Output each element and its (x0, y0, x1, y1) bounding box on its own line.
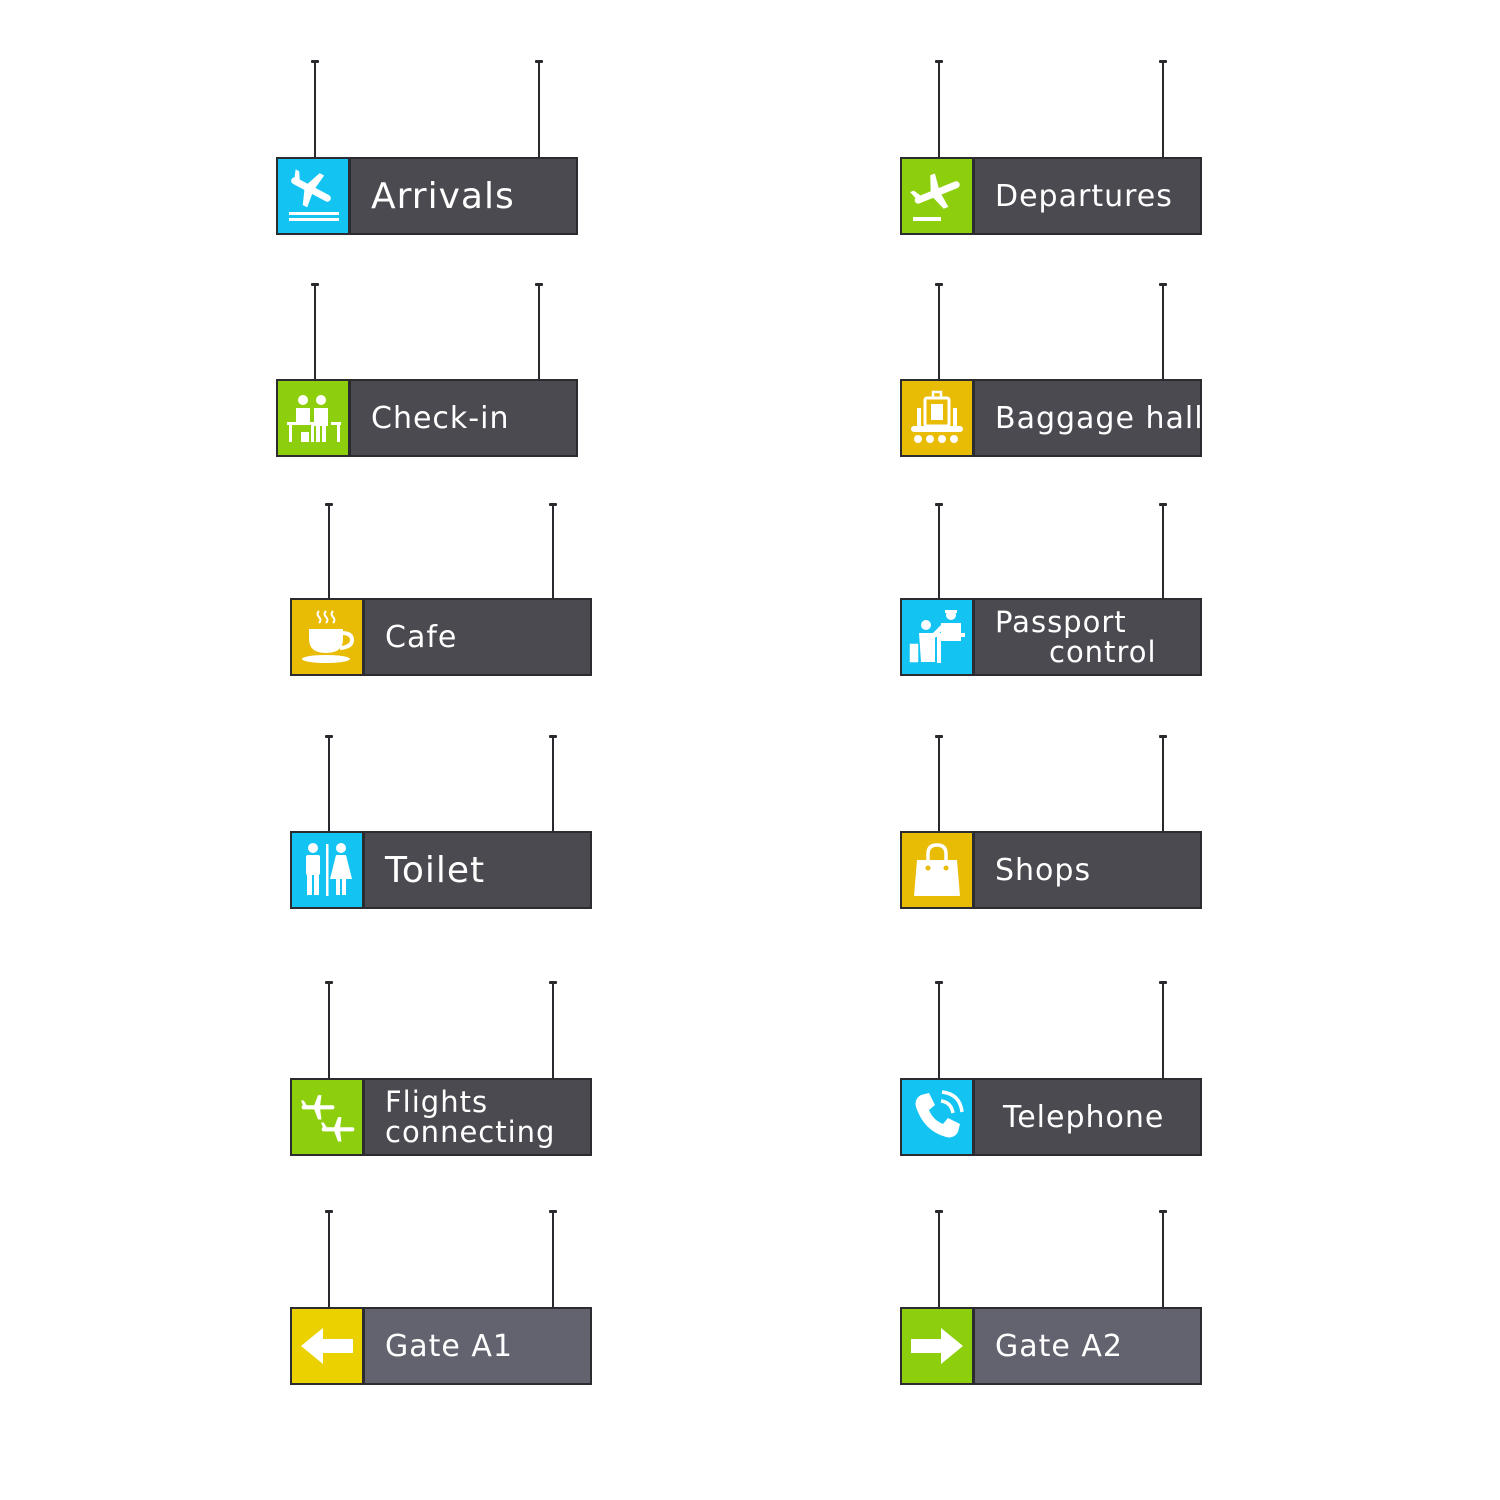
baggage-carousel-icon (902, 381, 975, 455)
hanging-rod (549, 981, 557, 1082)
hanging-rod (311, 283, 319, 383)
sign-panel: Cafe (290, 598, 592, 676)
sign-shops: Shops (900, 735, 1202, 909)
sign-label-line2: connecting (385, 1115, 556, 1149)
sign-label: Check-in (371, 400, 510, 436)
sign-panel: Gate A1 (290, 1307, 592, 1385)
sign-telephone: Telephone (900, 981, 1202, 1156)
sign-label-line1: Passport (995, 605, 1127, 639)
sign-label: Shops (995, 852, 1092, 888)
sign-label: Baggage hall (995, 400, 1204, 436)
sign-label: Toilet (385, 849, 486, 891)
hanging-rod (935, 283, 943, 383)
sign-cafe: Cafe (290, 503, 592, 676)
hanging-rod (1159, 981, 1167, 1082)
telephone-icon (902, 1080, 975, 1154)
sign-panel: Departures (900, 157, 1202, 235)
plane-takeoff-icon (902, 159, 975, 233)
hanging-rod (325, 1210, 333, 1311)
sign-panel: Check-in (276, 379, 578, 457)
sign-panel: Baggage hall (900, 379, 1204, 457)
sign-label-line1: Flights (385, 1085, 489, 1119)
arrow-right-icon (902, 1309, 975, 1383)
sign-label: Flights connecting (365, 1080, 590, 1154)
hanging-rod (325, 735, 333, 835)
sign-panel: Gate A2 (900, 1307, 1202, 1385)
hanging-rod (935, 735, 943, 835)
toilet-icon (292, 833, 365, 907)
sign-flights-connecting: Flights connecting (290, 981, 592, 1156)
hanging-rod (535, 283, 543, 383)
sign-departures: Departures (900, 60, 1202, 235)
sign-label: Gate A1 (385, 1328, 513, 1364)
sign-label: Departures (995, 178, 1173, 214)
sign-label: Gate A2 (995, 1328, 1123, 1364)
hanging-rod (325, 981, 333, 1082)
hanging-rod (549, 1210, 557, 1311)
hanging-rod (535, 60, 543, 161)
sign-baggage-hall: Baggage hall (900, 283, 1204, 457)
shopping-bag-icon (902, 833, 975, 907)
plane-landing-icon (278, 159, 351, 233)
sign-panel: Toilet (290, 831, 592, 909)
hanging-rod (1159, 283, 1167, 383)
check-in-desk-icon (278, 381, 351, 455)
hanging-rod (935, 503, 943, 602)
sign-arrivals: Arrivals (276, 60, 578, 235)
sign-gate-a2: Gate A2 (900, 1210, 1202, 1385)
sign-passport-control: Passport control (900, 503, 1202, 676)
arrow-left-icon (292, 1309, 365, 1383)
sign-label: Cafe (385, 619, 458, 655)
hanging-rod (1159, 503, 1167, 602)
hanging-rod (935, 981, 943, 1082)
sign-panel: Arrivals (276, 157, 578, 235)
sign-label: Passport control (975, 600, 1200, 674)
sign-toilet: Toilet (290, 735, 592, 909)
sign-label-line2: control (1049, 635, 1157, 669)
hanging-rod (1159, 60, 1167, 161)
hanging-rod (935, 1210, 943, 1311)
sign-check-in: Check-in (276, 283, 578, 457)
sign-gate-a1: Gate A1 (290, 1210, 592, 1385)
hanging-rod (325, 503, 333, 602)
sign-panel: Flights connecting (290, 1078, 592, 1156)
sign-panel: Shops (900, 831, 1202, 909)
hanging-rod (549, 503, 557, 602)
sign-panel: Telephone (900, 1078, 1202, 1156)
sign-label: Telephone (1003, 1099, 1165, 1135)
hanging-rod (1159, 735, 1167, 835)
sign-label: Arrivals (371, 175, 515, 217)
hanging-rod (935, 60, 943, 161)
passport-control-icon (902, 600, 975, 674)
coffee-cup-icon (292, 600, 365, 674)
sign-panel: Passport control (900, 598, 1202, 676)
hanging-rod (311, 60, 319, 161)
hanging-rod (549, 735, 557, 835)
connecting-flights-icon (292, 1080, 365, 1154)
hanging-rod (1159, 1210, 1167, 1311)
